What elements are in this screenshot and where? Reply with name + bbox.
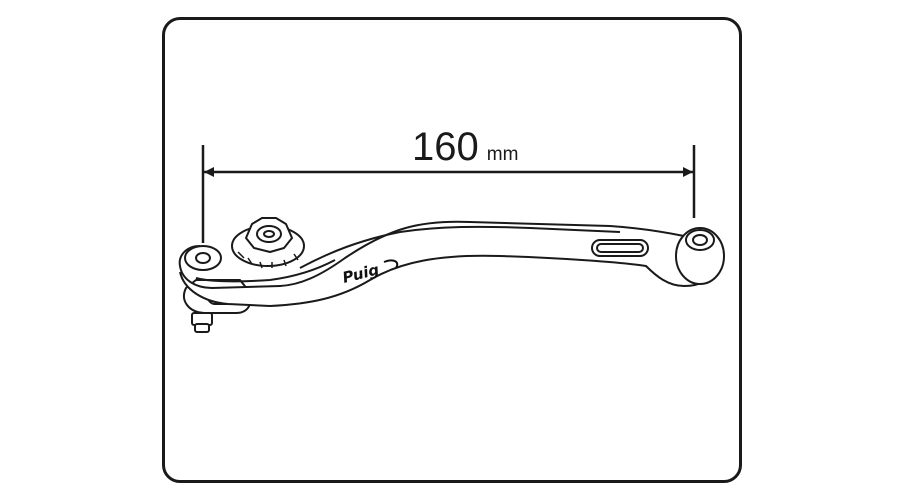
dimension-label: 160 mm [412, 125, 518, 169]
brake-lever [178, 217, 725, 333]
pivot-bore-inner [195, 252, 211, 264]
lever-inner-ridge [195, 259, 336, 283]
adjuster-dial-hub [263, 230, 275, 238]
dimension-value: 160 [412, 125, 479, 169]
brand-logo-swoosh [383, 259, 399, 269]
adjuster-nut-base [194, 323, 210, 333]
lever-ridge [299, 225, 621, 269]
lever-tip-hole-inner [692, 234, 708, 246]
adjuster-dial-scale [237, 251, 299, 269]
lever-slot-inner [596, 243, 644, 253]
dimension-unit: mm [487, 144, 519, 165]
